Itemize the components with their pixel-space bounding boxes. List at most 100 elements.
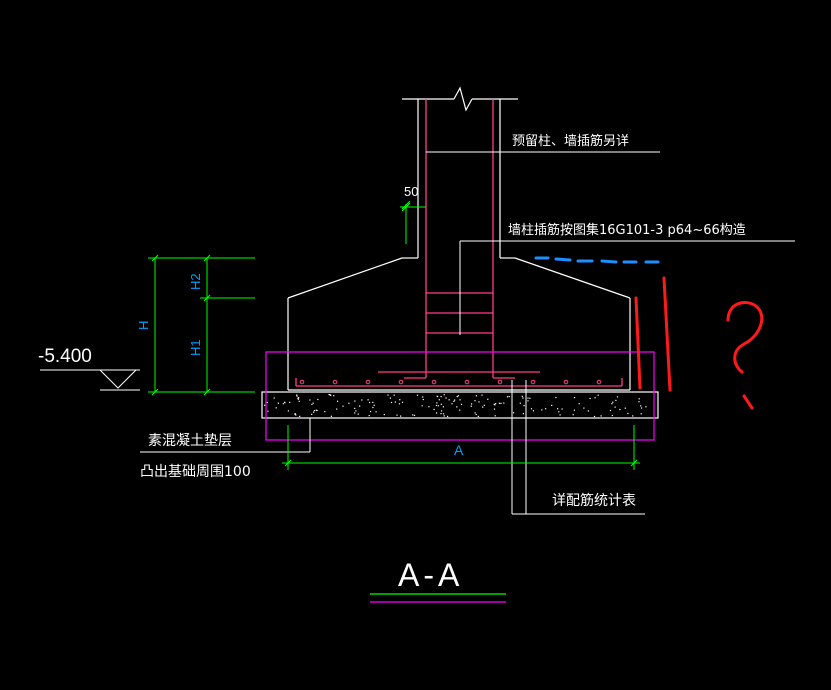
hatch-speckle — [494, 404, 496, 406]
hatch-speckle — [313, 410, 316, 412]
hatch-speckle — [557, 408, 559, 410]
rebar-dot — [596, 379, 602, 385]
hatch-speckle — [561, 408, 563, 410]
reserved-column-label: 预留柱、墙插筋另详 — [512, 133, 629, 149]
offset-50-label: 50 — [404, 184, 418, 199]
hatch-speckle — [316, 409, 318, 412]
hatch-speckle — [500, 402, 502, 404]
hatch-speckle — [282, 403, 284, 405]
hatch-speckle — [393, 394, 395, 396]
hatch-speckle — [523, 405, 525, 407]
hatch-speckle — [513, 412, 515, 414]
hatch-speckle — [369, 401, 371, 404]
hatch-speckle — [493, 403, 495, 405]
hatch-speckle — [289, 401, 291, 403]
rebar-table-label: 详配筋统计表 — [552, 492, 636, 509]
hatch-speckle — [433, 408, 435, 410]
hatch-speckle — [296, 395, 298, 397]
hatch-speckle — [373, 404, 375, 406]
hatch-speckle — [624, 407, 626, 409]
hatch-speckle — [638, 398, 640, 400]
hatch-speckle — [442, 406, 444, 408]
hatch-speckle — [454, 399, 456, 401]
hatch-speckle — [370, 410, 372, 413]
hatch-speckle — [482, 406, 484, 408]
height-h1-label: H1 — [188, 339, 203, 356]
markup-red-lines — [634, 276, 672, 392]
hatch-speckle — [448, 399, 450, 401]
hatch-speckle — [615, 399, 617, 401]
hatch-speckle — [277, 402, 279, 404]
column — [402, 86, 518, 258]
hatch-speckle — [456, 396, 458, 398]
hatch-speckle — [390, 401, 393, 404]
hatch-speckle — [324, 411, 326, 413]
hatch-speckle — [298, 397, 300, 399]
hatch-speckle — [616, 396, 619, 398]
hatch-speckle — [436, 402, 438, 404]
hatch-speckle — [354, 412, 356, 414]
hatch-speckle — [521, 395, 523, 397]
hatch-speckle — [295, 414, 297, 416]
hatch-speckle — [529, 397, 531, 399]
section-title: A-A — [398, 557, 463, 593]
hatch-speckle — [383, 414, 385, 416]
hatch-speckle — [573, 409, 575, 411]
hatch-speckle — [394, 401, 396, 403]
hatch-speckle — [611, 414, 613, 417]
hatch-speckle — [527, 397, 529, 399]
hatch-speckle — [522, 413, 524, 415]
selection-box — [265, 351, 655, 441]
hatch-speckle — [559, 414, 561, 416]
hatch-speckle — [645, 406, 647, 408]
hatch-speckle — [329, 394, 331, 396]
hatch-speckle — [400, 415, 402, 417]
hatch-speckle — [413, 414, 416, 416]
hatch-speckle — [495, 403, 497, 405]
rebar-dot — [398, 379, 404, 385]
hatch-speckle — [298, 400, 300, 402]
hatch-speckle — [422, 398, 424, 401]
hatch-speckle — [396, 414, 398, 416]
hatch-speckle — [438, 399, 440, 401]
hatch-speckle — [519, 402, 521, 404]
hatch-speckle — [435, 404, 437, 407]
hatch-speckle — [309, 399, 311, 401]
elevation-marker — [40, 369, 140, 391]
hatch-speckle — [594, 397, 596, 399]
hatch-speckle — [493, 408, 496, 410]
hatch-speckle — [313, 411, 315, 413]
hatch-speckle — [315, 409, 317, 411]
hatch-speckle — [589, 397, 591, 400]
hatch-speckle — [440, 403, 442, 405]
hatch-speckle — [583, 407, 585, 409]
hatch-speckle — [558, 411, 560, 413]
rebar-dot — [530, 379, 536, 385]
hatch-speckle — [641, 407, 643, 409]
hatch-speckle — [354, 407, 356, 409]
hatch-speckle — [297, 398, 299, 400]
hatch-speckle — [328, 394, 330, 396]
column-rebar-label: 墙柱插筋按图集16G101-3 p64~66构造 — [508, 222, 746, 238]
leader-lines — [140, 151, 795, 515]
hatch-speckle — [522, 397, 524, 399]
hatch-speckle — [508, 395, 510, 398]
hatch-speckle — [312, 402, 314, 404]
hatch-speckle — [275, 407, 277, 409]
hatch-speckle — [416, 394, 419, 396]
height-h2-label: H2 — [188, 273, 203, 290]
rebar-dot — [431, 379, 437, 385]
hatch-speckle — [372, 406, 374, 409]
hatch-speckle — [389, 397, 391, 399]
hatch-speckle — [578, 403, 580, 405]
hatch-speckle — [273, 397, 275, 399]
hatch-speckle — [487, 398, 489, 400]
hatch-speckle — [445, 397, 447, 399]
hatch-speckle — [545, 408, 547, 410]
hatch-speckle — [342, 405, 344, 407]
hatch-speckle — [354, 400, 356, 402]
hatch-speckle — [640, 405, 642, 407]
hatch-speckle — [597, 394, 599, 396]
hatch-speckle — [573, 397, 576, 399]
